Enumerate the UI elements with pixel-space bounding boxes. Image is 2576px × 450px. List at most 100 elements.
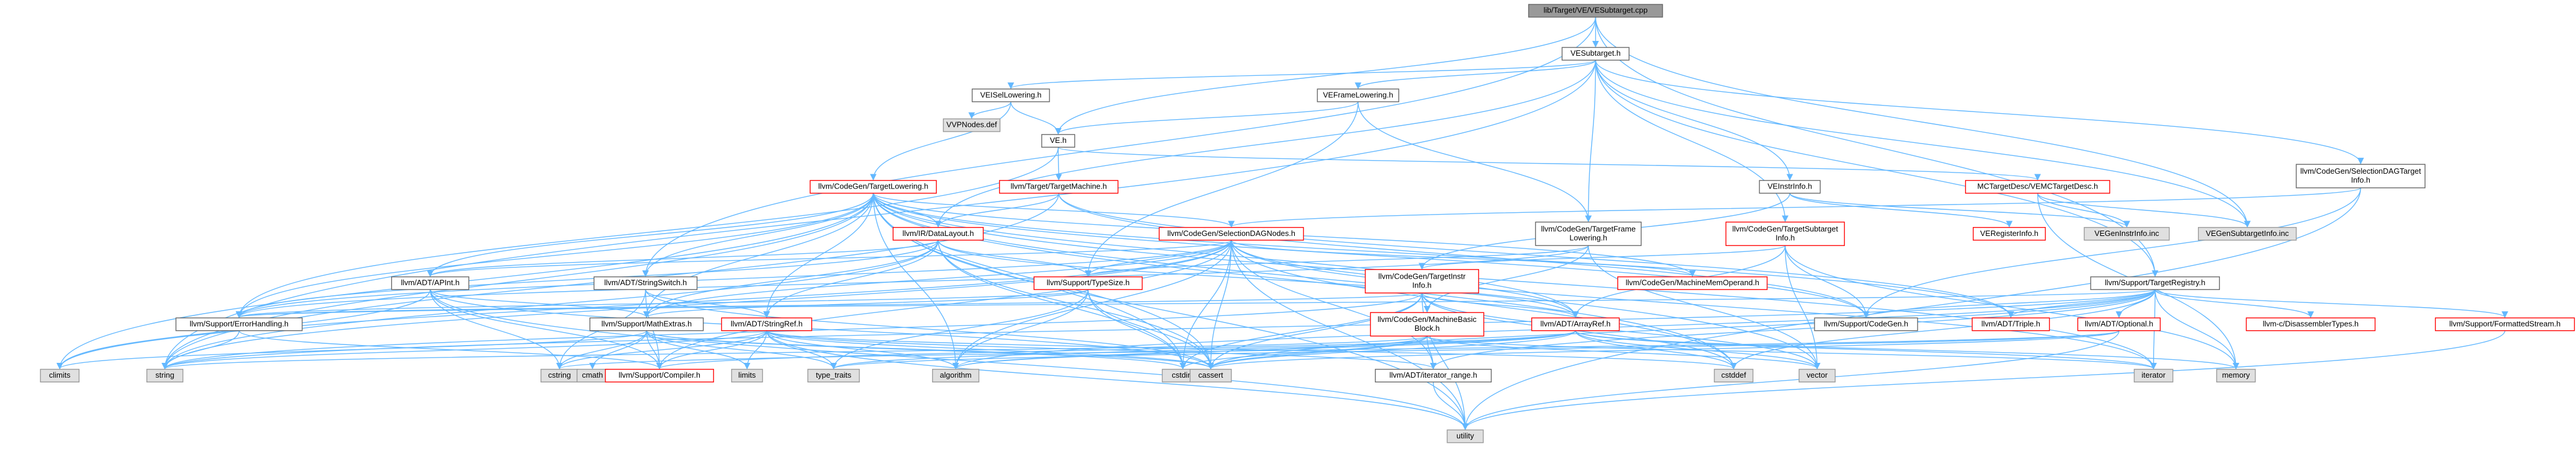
node-label: llvm/IR/DataLayout.h [903, 229, 974, 238]
node-adt-optional-h[interactable]: llvm/ADT/Optional.h [2077, 317, 2161, 331]
node-label: Info.h [1775, 233, 1795, 242]
edge-support_typesize_h-to-type_traits [830, 289, 1089, 369]
edge-support_targetregistry_h-to-string [162, 289, 2156, 369]
node-box [2084, 226, 2170, 241]
node-root[interactable]: lib/Target/VE/VESubtarget.cpp [1528, 4, 1663, 18]
edge-cg_targetframelowering_h-to-support_errorhandling_h [236, 245, 1589, 318]
node-label: string [155, 371, 174, 379]
node-cg-machinememoperand-h[interactable]: llvm/CodeGen/MachineMemOperand.h [1617, 276, 1768, 291]
node-iterator: iterator [2133, 369, 2174, 383]
edge-vesubtarget_h-to-cg_targetsubtargetinfo_h [1595, 60, 1789, 222]
edge-support_mathextras_h-to-climits [56, 330, 647, 369]
edge-vesubtarget_h-to-cg_selectiondagtargetinfo_h [1595, 60, 2364, 165]
node-label: llvm/ADT/StringRef.h [731, 319, 802, 328]
node-label: llvm/Support/TargetRegistry.h [2105, 278, 2206, 287]
node-box [1973, 226, 2046, 241]
node-box [40, 369, 80, 383]
edge-ir_datalayout_h-to-adt_stringref_h [763, 240, 939, 318]
node-label: VEGenSubtargetInfo.inc [2206, 229, 2289, 238]
edge-veframelowering_h-to-cg_targetframelowering_h [1358, 101, 1592, 222]
edge-adt_iterator_range_h-to-utility [1432, 382, 1469, 430]
node-label: llvm/ADT/ArrayRef.h [1540, 319, 1610, 328]
node-label: VEGenInstrInfo.inc [2094, 229, 2159, 238]
edge-cg_targetlowering_h-to-algorithm [872, 193, 959, 369]
node-cg-selectiondagnodes-h[interactable]: llvm/CodeGen/SelectionDAGNodes.h [1159, 226, 1304, 241]
node-adt-arrayref-h[interactable]: llvm/ADT/ArrayRef.h [1531, 317, 1620, 331]
node-label: VERegisterInfo.h [1980, 229, 2039, 238]
node-label: algorithm [940, 371, 971, 379]
node-adt-triple-h[interactable]: llvm/ADT/Triple.h [1972, 317, 2050, 331]
node-box [2296, 164, 2425, 189]
edge-adt_stringref_h-to-algorithm [766, 330, 959, 369]
node-box [1799, 369, 1836, 383]
node-box [1714, 369, 1753, 383]
edge-cg_targetsubtargetinfo_h-to-support_codegen_h [1784, 245, 1870, 318]
node-adt-apint-h[interactable]: llvm/ADT/APInt.h [391, 276, 469, 291]
node-box [589, 317, 704, 331]
node-box [971, 88, 1050, 103]
node-ir-datalayout-h[interactable]: llvm/IR/DataLayout.h [892, 226, 984, 241]
edge-ve_h-to-target_targetmachine_h [1055, 147, 1063, 181]
node-cg-targetlowering-h[interactable]: llvm/CodeGen/TargetLowering.h [809, 180, 937, 194]
node-type-traits: type_traits [807, 369, 860, 383]
edge-veframelowering_h-to-ve_h [1055, 101, 1359, 135]
node-box [1759, 180, 1821, 194]
edge-adt_optional_h-to-cstring [556, 330, 2120, 369]
node-support-compiler-h[interactable]: llvm/Support/Compiler.h [604, 369, 714, 383]
node-support-typesize-h[interactable]: llvm/Support/TypeSize.h [1033, 276, 1143, 291]
node-vector: vector [1799, 369, 1836, 383]
edge-adt_stringswitch_h-to-adt_stringref_h [645, 289, 770, 318]
node-veisellowering-h[interactable]: VEISelLowering.h [971, 88, 1050, 103]
node-support-formattedstream-h[interactable]: llvm/Support/FormattedStream.h [2434, 317, 2575, 331]
node-cmath: cmath [577, 369, 609, 383]
node-box [1447, 429, 1484, 443]
edge-adt_optional_h-to-utility [1462, 330, 2120, 430]
node-label: llvm/Target/TargetMachine.h [1010, 182, 1107, 191]
edge-root-to-vegensubtargetinfo_inc [1595, 17, 2251, 228]
node-veframelowering-h[interactable]: VEFrameLowering.h [1317, 88, 1400, 103]
node-veinstrinfo-h[interactable]: VEInstrInfo.h [1759, 180, 1821, 194]
node-box [1189, 369, 1232, 383]
node-ve-h[interactable]: VE.h [1041, 134, 1076, 148]
node-mc-vemctargetdesc-h[interactable]: MCTargetDesc/VEMCTargetDesc.h [1965, 180, 2110, 194]
node-label: MCTargetDesc/VEMCTargetDesc.h [1977, 182, 2098, 191]
node-box [1159, 226, 1304, 241]
edge-cg_targetframelowering_h-to-cg_machinebasicblock_h [1423, 245, 1589, 313]
edge-adt_arrayref_h-to-cassert [1207, 330, 1576, 369]
node-label: cassert [1198, 371, 1223, 379]
node-c-disassemblertypes-h[interactable]: llvm-c/DisassemblerTypes.h [2245, 317, 2376, 331]
node-string: string [146, 369, 184, 383]
edge-support_targetregistry_h-to-c_disassemblertypes_h [2155, 289, 2314, 318]
node-label: llvm/Support/CodeGen.h [1824, 319, 1908, 328]
edge-support_mathextras_h-to-cstdint [646, 330, 1186, 369]
edge-cg_selectiondagnodes_h-to-cg_machinememoperand_h [1231, 240, 1696, 277]
node-adt-iterator-range-h[interactable]: llvm/ADT/iterator_range.h [1375, 369, 1492, 383]
node-label: type_traits [816, 371, 852, 379]
edge-ir_datalayout_h-to-support_typesize_h [937, 240, 1092, 277]
node-support-errorhandling-h[interactable]: llvm/Support/ErrorHandling.h [175, 317, 303, 331]
node-target-targetmachine-h[interactable]: llvm/Target/TargetMachine.h [999, 180, 1119, 194]
node-box [2245, 317, 2376, 331]
node-label: VE.h [1050, 136, 1067, 145]
node-veregisterinfo-h[interactable]: VERegisterInfo.h [1973, 226, 2046, 241]
node-label: VEFrameLowering.h [1323, 90, 1393, 99]
node-label: VEISelLowering.h [980, 90, 1041, 99]
edge-adt_arrayref_h-to-memory [1575, 330, 2239, 369]
node-support-mathextras-h[interactable]: llvm/Support/MathExtras.h [589, 317, 704, 331]
node-adt-stringref-h[interactable]: llvm/ADT/StringRef.h [721, 317, 812, 331]
node-support-targetregistry-h[interactable]: llvm/Support/TargetRegistry.h [2090, 276, 2220, 291]
node-memory: memory [2216, 369, 2256, 383]
node-label: llvm/Support/MathExtras.h [601, 319, 692, 328]
edge-cg_machinebasicblock_h-to-adt_iterator_range_h [1426, 336, 1437, 369]
node-vesubtarget-h[interactable]: VESubtarget.h [1561, 47, 1630, 61]
node-support-codegen-h[interactable]: llvm/Support/CodeGen.h [1814, 317, 1918, 331]
node-cstddef: cstddef [1714, 369, 1753, 383]
node-adt-stringswitch-h[interactable]: llvm/ADT/StringSwitch.h [593, 276, 697, 291]
edge-vesubtarget_h-to-veframelowering_h [1355, 59, 1596, 90]
